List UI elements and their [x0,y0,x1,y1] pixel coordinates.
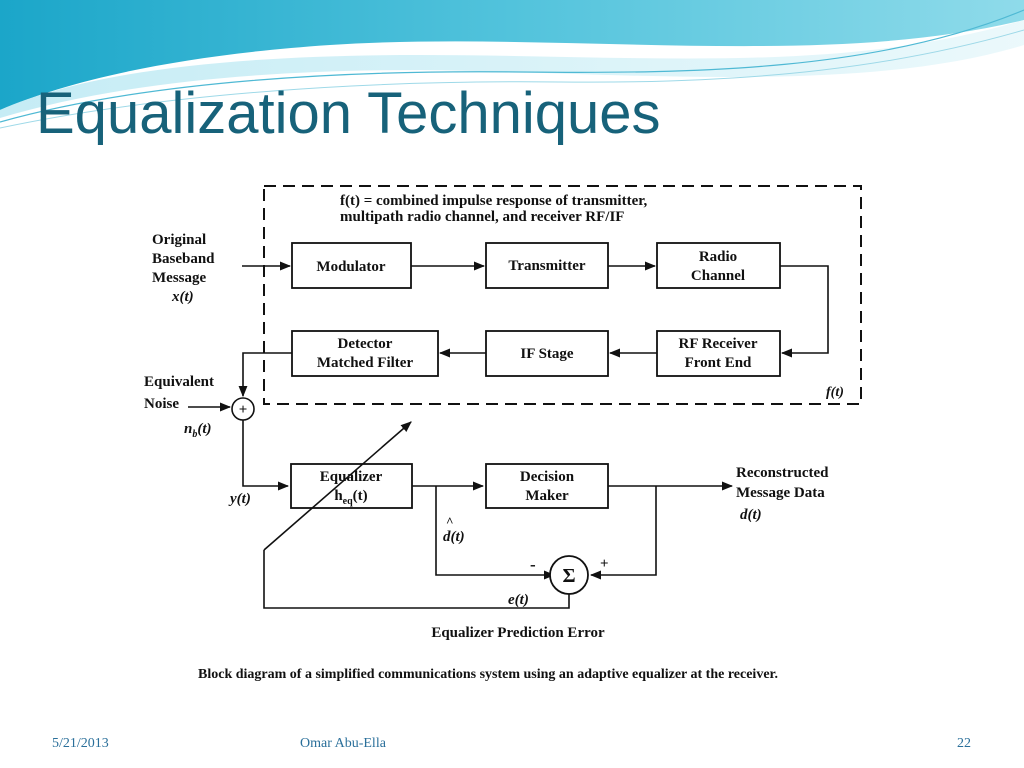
input-symbol: x(t) [171,289,194,305]
block-diagram-figure: f(t) = combined impulse response of tran… [110,168,880,690]
slide-title: Equalization Techniques [36,81,661,146]
dhat-hat: ^ [446,514,454,529]
decision-maker-block [485,463,609,509]
error-signal-label: e(t) [508,592,529,608]
rf-receiver-label-line1: RF Receiver [679,336,758,352]
output-label-line2: Message Data [736,485,825,501]
output-symbol: d(t) [740,507,762,523]
footer-date: 5/21/2013 [52,736,109,751]
input-label-line1: Original [152,232,206,248]
adder-symbol: + [239,402,248,418]
rf-receiver-label-line2: Front End [685,355,752,371]
region-corner-label: f(t) [826,385,844,400]
figure-caption: Block diagram of a simplified communicat… [198,667,778,682]
modulator-block [291,242,412,289]
input-label-line2: Baseband [152,251,215,267]
detector-label-line2: Matched Filter [317,355,414,371]
decision-label-line1: Decision [520,469,575,485]
input-label-line3: Message [152,270,206,286]
noise-label-line1: Equivalent [144,374,214,390]
noise-symbol: nb(t) [184,421,212,440]
arrow-channel-to-rf-receiver [780,265,829,358]
modulator-label: Modulator [316,259,386,275]
radio-channel-label-line1: Radio [699,249,737,265]
combined-response-region [263,185,862,405]
region-note-line1: f(t) = combined impulse response of tran… [340,193,648,209]
summer-minus: - [530,555,536,574]
error-caption: Equalizer Prediction Error [431,625,605,641]
noise-label-line2: Noise [144,396,179,412]
equalizer-label-line2: heq(t) [334,488,367,507]
equalizer-block [290,463,413,509]
detector-label-line1: Detector [338,336,393,352]
decision-label-line2: Maker [525,488,569,504]
arrow-adder-to-equalizer [242,420,290,491]
footer-author: Omar Abu-Ella [300,736,386,751]
summer-symbol: Σ [562,565,575,587]
footer-page-number: 22 [957,736,971,751]
region-note-line2: multipath radio channel, and receiver RF… [340,209,624,225]
if-stage-label: IF Stage [520,346,574,362]
transmitter-label: Transmitter [508,258,586,274]
equalizer-label-line1: Equalizer [320,469,383,485]
dhat-label: d(t) [443,529,465,545]
arrow-dhat-to-summer [435,486,556,580]
arrow-detector-to-adder [238,352,292,398]
summer-plus: + [600,556,609,572]
transmitter-block [485,242,609,289]
adaptation-arrow [263,421,412,551]
radio-channel-block [656,242,781,289]
arrow-output-to-summer [589,486,657,580]
radio-channel-label-line2: Channel [691,268,745,284]
error-feedback-path [263,550,570,609]
y-signal-label: y(t) [228,491,251,507]
header-wave-banner [0,0,1024,129]
output-label-line1: Reconstructed [736,465,829,481]
